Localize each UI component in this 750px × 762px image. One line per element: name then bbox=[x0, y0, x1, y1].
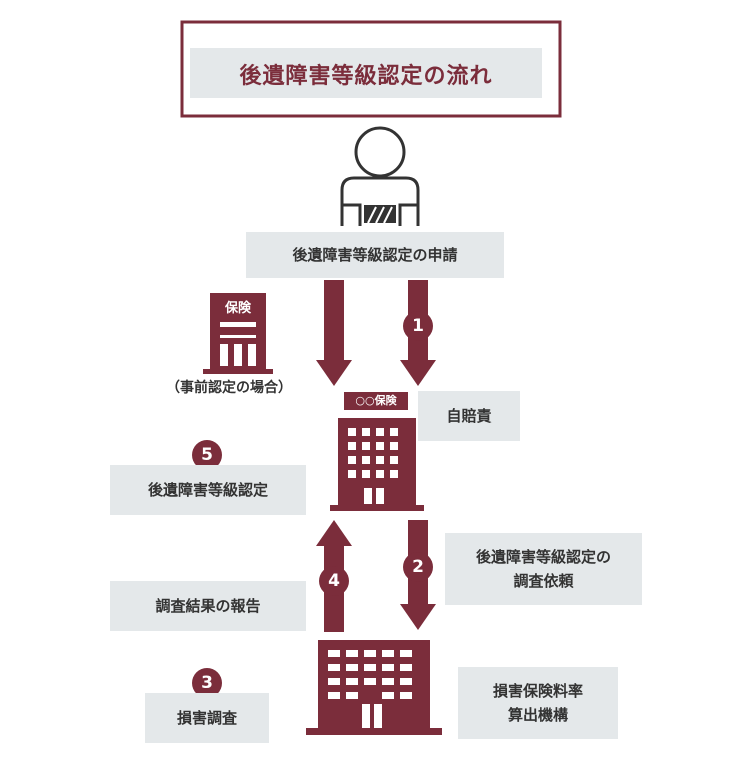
investigation-request-box: 後遺障害等級認定の 調査依頼 bbox=[445, 533, 642, 605]
jibaiseki-box: 自賠責 bbox=[418, 391, 520, 441]
result-report-box: 調査結果の報告 bbox=[110, 581, 306, 631]
application-box: 後遺障害等級認定の申請 bbox=[246, 232, 504, 278]
step-number-1: 1 bbox=[403, 311, 433, 341]
pre-certification-note: （事前認定の場合） bbox=[166, 380, 292, 396]
damage-investigation-box: 損害調査 bbox=[145, 693, 269, 743]
step-number-2: 2 bbox=[403, 552, 433, 582]
rating-organization-line2: 算出機構 bbox=[507, 706, 568, 724]
grade-certification-box: 後遺障害等級認定 bbox=[110, 465, 306, 515]
insurance-company-label: ○○保険 bbox=[355, 394, 397, 407]
pre-cert-down-arrow bbox=[316, 280, 352, 386]
step-number-4: 4 bbox=[319, 566, 349, 596]
investigation-request-line2: 調査依頼 bbox=[513, 572, 574, 590]
page-title: 後遺障害等級認定の流れ bbox=[239, 64, 493, 89]
rating-organization-box: 損害保険料率 算出機構 bbox=[458, 667, 618, 739]
small-insurer-label: 保険 bbox=[224, 301, 251, 316]
investigation-request-line1: 後遺障害等級認定の bbox=[475, 548, 611, 566]
rating-organization-line1: 損害保険料率 bbox=[492, 682, 583, 700]
